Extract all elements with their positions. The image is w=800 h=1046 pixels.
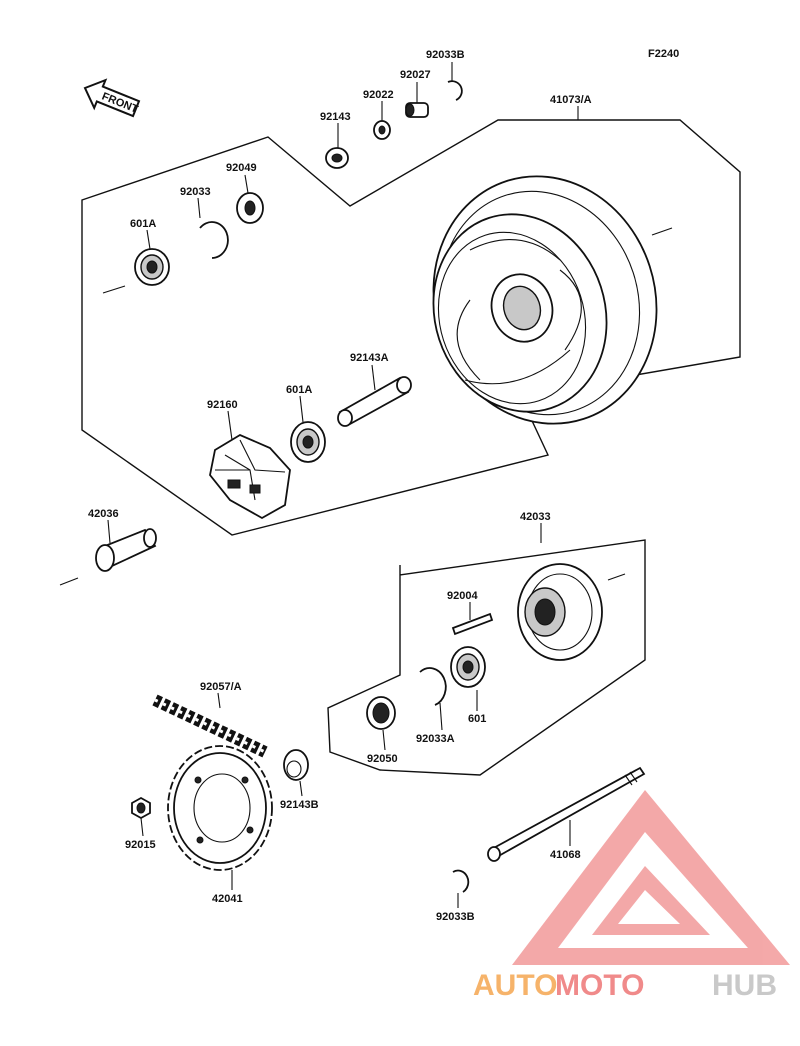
wheel-rim bbox=[432, 175, 658, 425]
label-41073a: 41073/A bbox=[550, 94, 592, 106]
label-92160: 92160 bbox=[207, 399, 238, 411]
label-42036: 42036 bbox=[88, 508, 119, 520]
centerline-left bbox=[102, 285, 126, 294]
label-92057a: 92057/A bbox=[200, 681, 242, 693]
watermark-logo-icon bbox=[512, 790, 790, 965]
damper-92160 bbox=[209, 433, 291, 520]
bearing-601 bbox=[450, 646, 486, 688]
nut-92015 bbox=[131, 796, 151, 820]
circlip-92033b-bottom bbox=[452, 869, 470, 893]
label-92004: 92004 bbox=[447, 590, 478, 602]
label-601: 601 bbox=[468, 713, 486, 725]
watermark-hub: HUB bbox=[712, 969, 777, 1002]
front-arrow: FRONT bbox=[83, 78, 141, 118]
circlip-92033b-top bbox=[447, 80, 463, 101]
bearing-601a-left bbox=[134, 248, 170, 286]
washer-92049 bbox=[236, 192, 264, 224]
washer-92022 bbox=[373, 120, 391, 140]
label-92143a: 92143A bbox=[350, 352, 389, 364]
collar-92143 bbox=[325, 147, 349, 169]
label-92033a: 92033A bbox=[416, 733, 455, 745]
collar-92027 bbox=[405, 102, 429, 118]
figure-code: F2240 bbox=[648, 48, 679, 60]
label-92027: 92027 bbox=[400, 69, 431, 81]
watermark-moto: MOTO bbox=[555, 969, 644, 1002]
bearing-601a-mid bbox=[290, 421, 326, 463]
label-92049: 92049 bbox=[226, 162, 257, 174]
watermark-wordmark: AUTO MOTO HUB bbox=[473, 969, 777, 1002]
watermark-auto: AUTO bbox=[473, 969, 557, 1002]
centerline-axle-left bbox=[59, 577, 79, 586]
label-92143b: 92143B bbox=[280, 799, 319, 811]
collar-42036 bbox=[95, 528, 157, 572]
label-42041: 42041 bbox=[212, 893, 243, 905]
label-92033b-top: 92033B bbox=[426, 49, 465, 61]
sprocket-42041 bbox=[167, 745, 273, 871]
circlip-92033a bbox=[419, 667, 447, 706]
label-41068: 41068 bbox=[550, 849, 581, 861]
wheel-assembly-outline bbox=[81, 119, 741, 536]
label-92015: 92015 bbox=[125, 839, 156, 851]
label-42033: 42033 bbox=[520, 511, 551, 523]
label-92022: 92022 bbox=[363, 89, 394, 101]
label-601a-mid: 601A bbox=[286, 384, 312, 396]
seal-92050 bbox=[366, 696, 396, 730]
sprocket-hub-42033 bbox=[517, 563, 603, 661]
label-92033b-bottom: 92033B bbox=[436, 911, 475, 923]
hub-assembly-outline bbox=[327, 539, 646, 776]
label-92050: 92050 bbox=[367, 753, 398, 765]
label-92033: 92033 bbox=[180, 186, 211, 198]
stud-92004 bbox=[451, 612, 494, 636]
centerline-hub-right bbox=[607, 573, 626, 581]
chain-92057a bbox=[152, 694, 268, 758]
axle-41068 bbox=[487, 766, 646, 862]
collar-92143b bbox=[283, 749, 309, 781]
label-601a-left: 601A bbox=[130, 218, 156, 230]
label-92143: 92143 bbox=[320, 111, 351, 123]
leader-lines bbox=[107, 62, 579, 908]
circlip-92033 bbox=[199, 221, 229, 259]
spacer-tube-92143a bbox=[337, 376, 412, 427]
centerline-right bbox=[651, 227, 673, 236]
